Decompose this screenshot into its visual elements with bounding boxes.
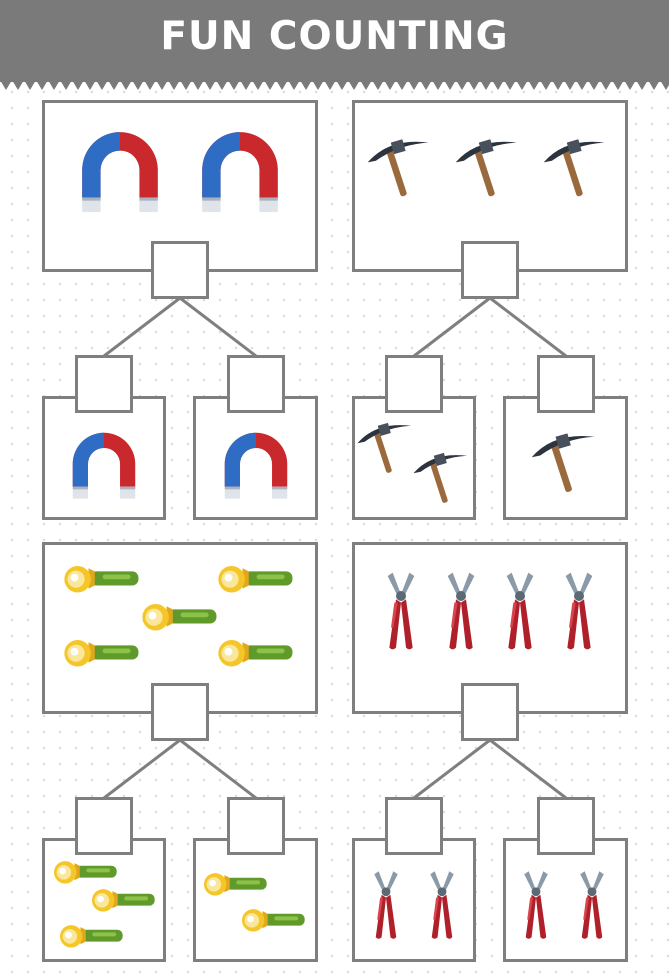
pliers-icon (364, 864, 408, 946)
magnet-total-answer-box[interactable] (151, 241, 209, 299)
pliers-icon (436, 566, 486, 656)
flashlight-right-answer-box[interactable] (227, 797, 285, 855)
pliers-icon (514, 864, 558, 946)
flashlight-icon (62, 634, 140, 674)
magnet-icon (218, 424, 294, 504)
flashlight-icon (202, 868, 268, 902)
pickaxe-icon (356, 418, 414, 480)
pickaxe-total-answer-box[interactable] (461, 241, 519, 299)
pliers-left-answer-box[interactable] (385, 797, 443, 855)
magnet-icon (194, 122, 286, 218)
pliers-icon (554, 566, 604, 656)
flashlight-icon (216, 634, 294, 674)
flashlight-icon (216, 560, 294, 600)
pickaxe-right-box (503, 396, 628, 520)
magnet-left-answer-box[interactable] (75, 355, 133, 413)
pliers-icon (376, 566, 426, 656)
flashlight-icon (140, 598, 218, 638)
pliers-icon (420, 864, 464, 946)
pickaxe-icon (530, 428, 598, 500)
pickaxe-left-answer-box[interactable] (385, 355, 443, 413)
flashlight-total-answer-box[interactable] (151, 683, 209, 741)
pliers-icon (495, 566, 545, 656)
flashlight-icon (240, 904, 306, 938)
pliers-left-box (352, 838, 476, 962)
pickaxe-icon (412, 448, 470, 510)
pliers-right-answer-box[interactable] (537, 797, 595, 855)
pickaxe-icon (542, 134, 608, 204)
header-bar (0, 0, 669, 82)
magnet-right-answer-box[interactable] (227, 355, 285, 413)
pliers-right-box (503, 838, 628, 962)
flashlight-icon (58, 920, 124, 954)
header-zigzag-edge (0, 80, 669, 90)
flashlight-icon (62, 560, 140, 600)
pickaxe-icon (454, 134, 520, 204)
pickaxe-icon (366, 134, 432, 204)
page-title: FUN COUNTING (160, 14, 509, 59)
magnet-icon (66, 424, 142, 504)
pliers-icon (570, 864, 614, 946)
flashlight-left-answer-box[interactable] (75, 797, 133, 855)
flashlight-icon (90, 884, 156, 918)
pickaxe-right-answer-box[interactable] (537, 355, 595, 413)
pliers-total-answer-box[interactable] (461, 683, 519, 741)
magnet-icon (74, 122, 166, 218)
